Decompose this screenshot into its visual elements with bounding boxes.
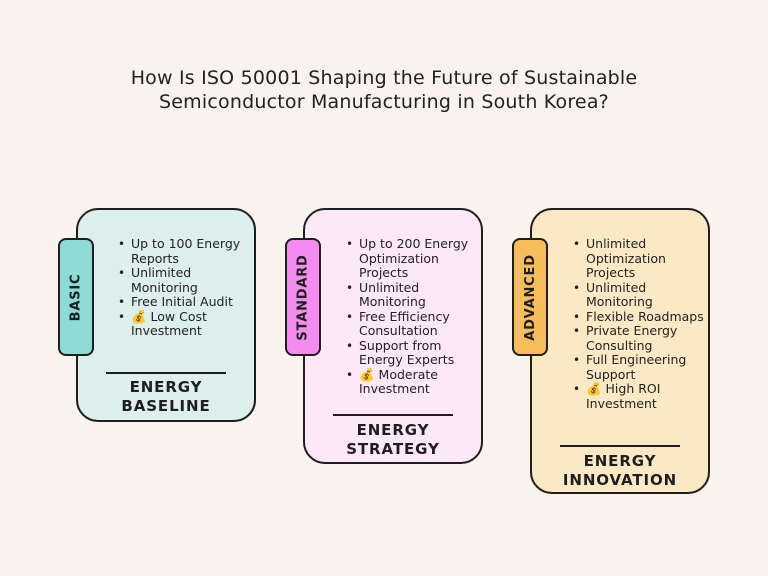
- divider-basic: [106, 372, 226, 374]
- list-item: Up to 100 Energy Reports: [117, 236, 253, 266]
- divider-standard: [333, 414, 453, 416]
- feature-list-advanced: Unlimited Optimization Projects Unlimite…: [572, 236, 706, 411]
- title-line-1: How Is ISO 50001 Shaping the Future of S…: [130, 67, 638, 89]
- list-item: Unlimited Monitoring: [117, 265, 253, 295]
- tier-name-line-2: STRATEGY: [346, 440, 440, 458]
- list-item: Support from Energy Experts: [345, 338, 481, 368]
- list-item: Unlimited Monitoring: [572, 280, 706, 310]
- feature-list-basic: Up to 100 Energy Reports Unlimited Monit…: [117, 236, 253, 339]
- list-item: Private Energy Consulting: [572, 323, 706, 353]
- tier-name-advanced: ENERGY INNOVATION: [555, 452, 685, 490]
- page-title: How Is ISO 50001 Shaping the Future of S…: [0, 66, 768, 114]
- tier-tab-basic: BASIC: [58, 238, 94, 356]
- tier-tab-label-advanced: ADVANCED: [522, 253, 538, 341]
- tier-name-standard: ENERGY STRATEGY: [333, 421, 453, 459]
- list-item: 💰 Low Cost Investment: [117, 309, 253, 339]
- tier-name-line-2: BASELINE: [121, 397, 211, 415]
- title-line-2: Semiconductor Manufacturing in South Kor…: [159, 91, 609, 113]
- tier-name-line-1: ENERGY: [356, 421, 430, 439]
- tier-tab-standard: STANDARD: [285, 238, 321, 356]
- tier-tab-label-basic: BASIC: [68, 273, 84, 321]
- list-item: Unlimited Optimization Projects: [572, 236, 706, 281]
- list-item: Up to 200 Energy Optimization Projects: [345, 236, 481, 281]
- list-item: Flexible Roadmaps: [572, 309, 706, 325]
- tier-name-line-1: ENERGY: [129, 378, 203, 396]
- feature-list-standard: Up to 200 Energy Optimization Projects U…: [345, 236, 481, 397]
- list-item: Unlimited Monitoring: [345, 280, 481, 310]
- list-item: Full Engineering Support: [572, 352, 706, 382]
- tier-name-line-1: ENERGY: [583, 452, 657, 470]
- list-item: 💰 Moderate Investment: [345, 367, 481, 397]
- list-item: Free Initial Audit: [117, 294, 253, 310]
- list-item: Free Efficiency Consultation: [345, 309, 481, 339]
- tier-name-line-2: INNOVATION: [562, 471, 678, 489]
- divider-advanced: [560, 445, 680, 447]
- list-item: 💰 High ROI Investment: [572, 381, 706, 411]
- tier-name-basic: ENERGY BASELINE: [106, 378, 226, 416]
- tier-tab-advanced: ADVANCED: [512, 238, 548, 356]
- tier-tab-label-standard: STANDARD: [295, 253, 311, 341]
